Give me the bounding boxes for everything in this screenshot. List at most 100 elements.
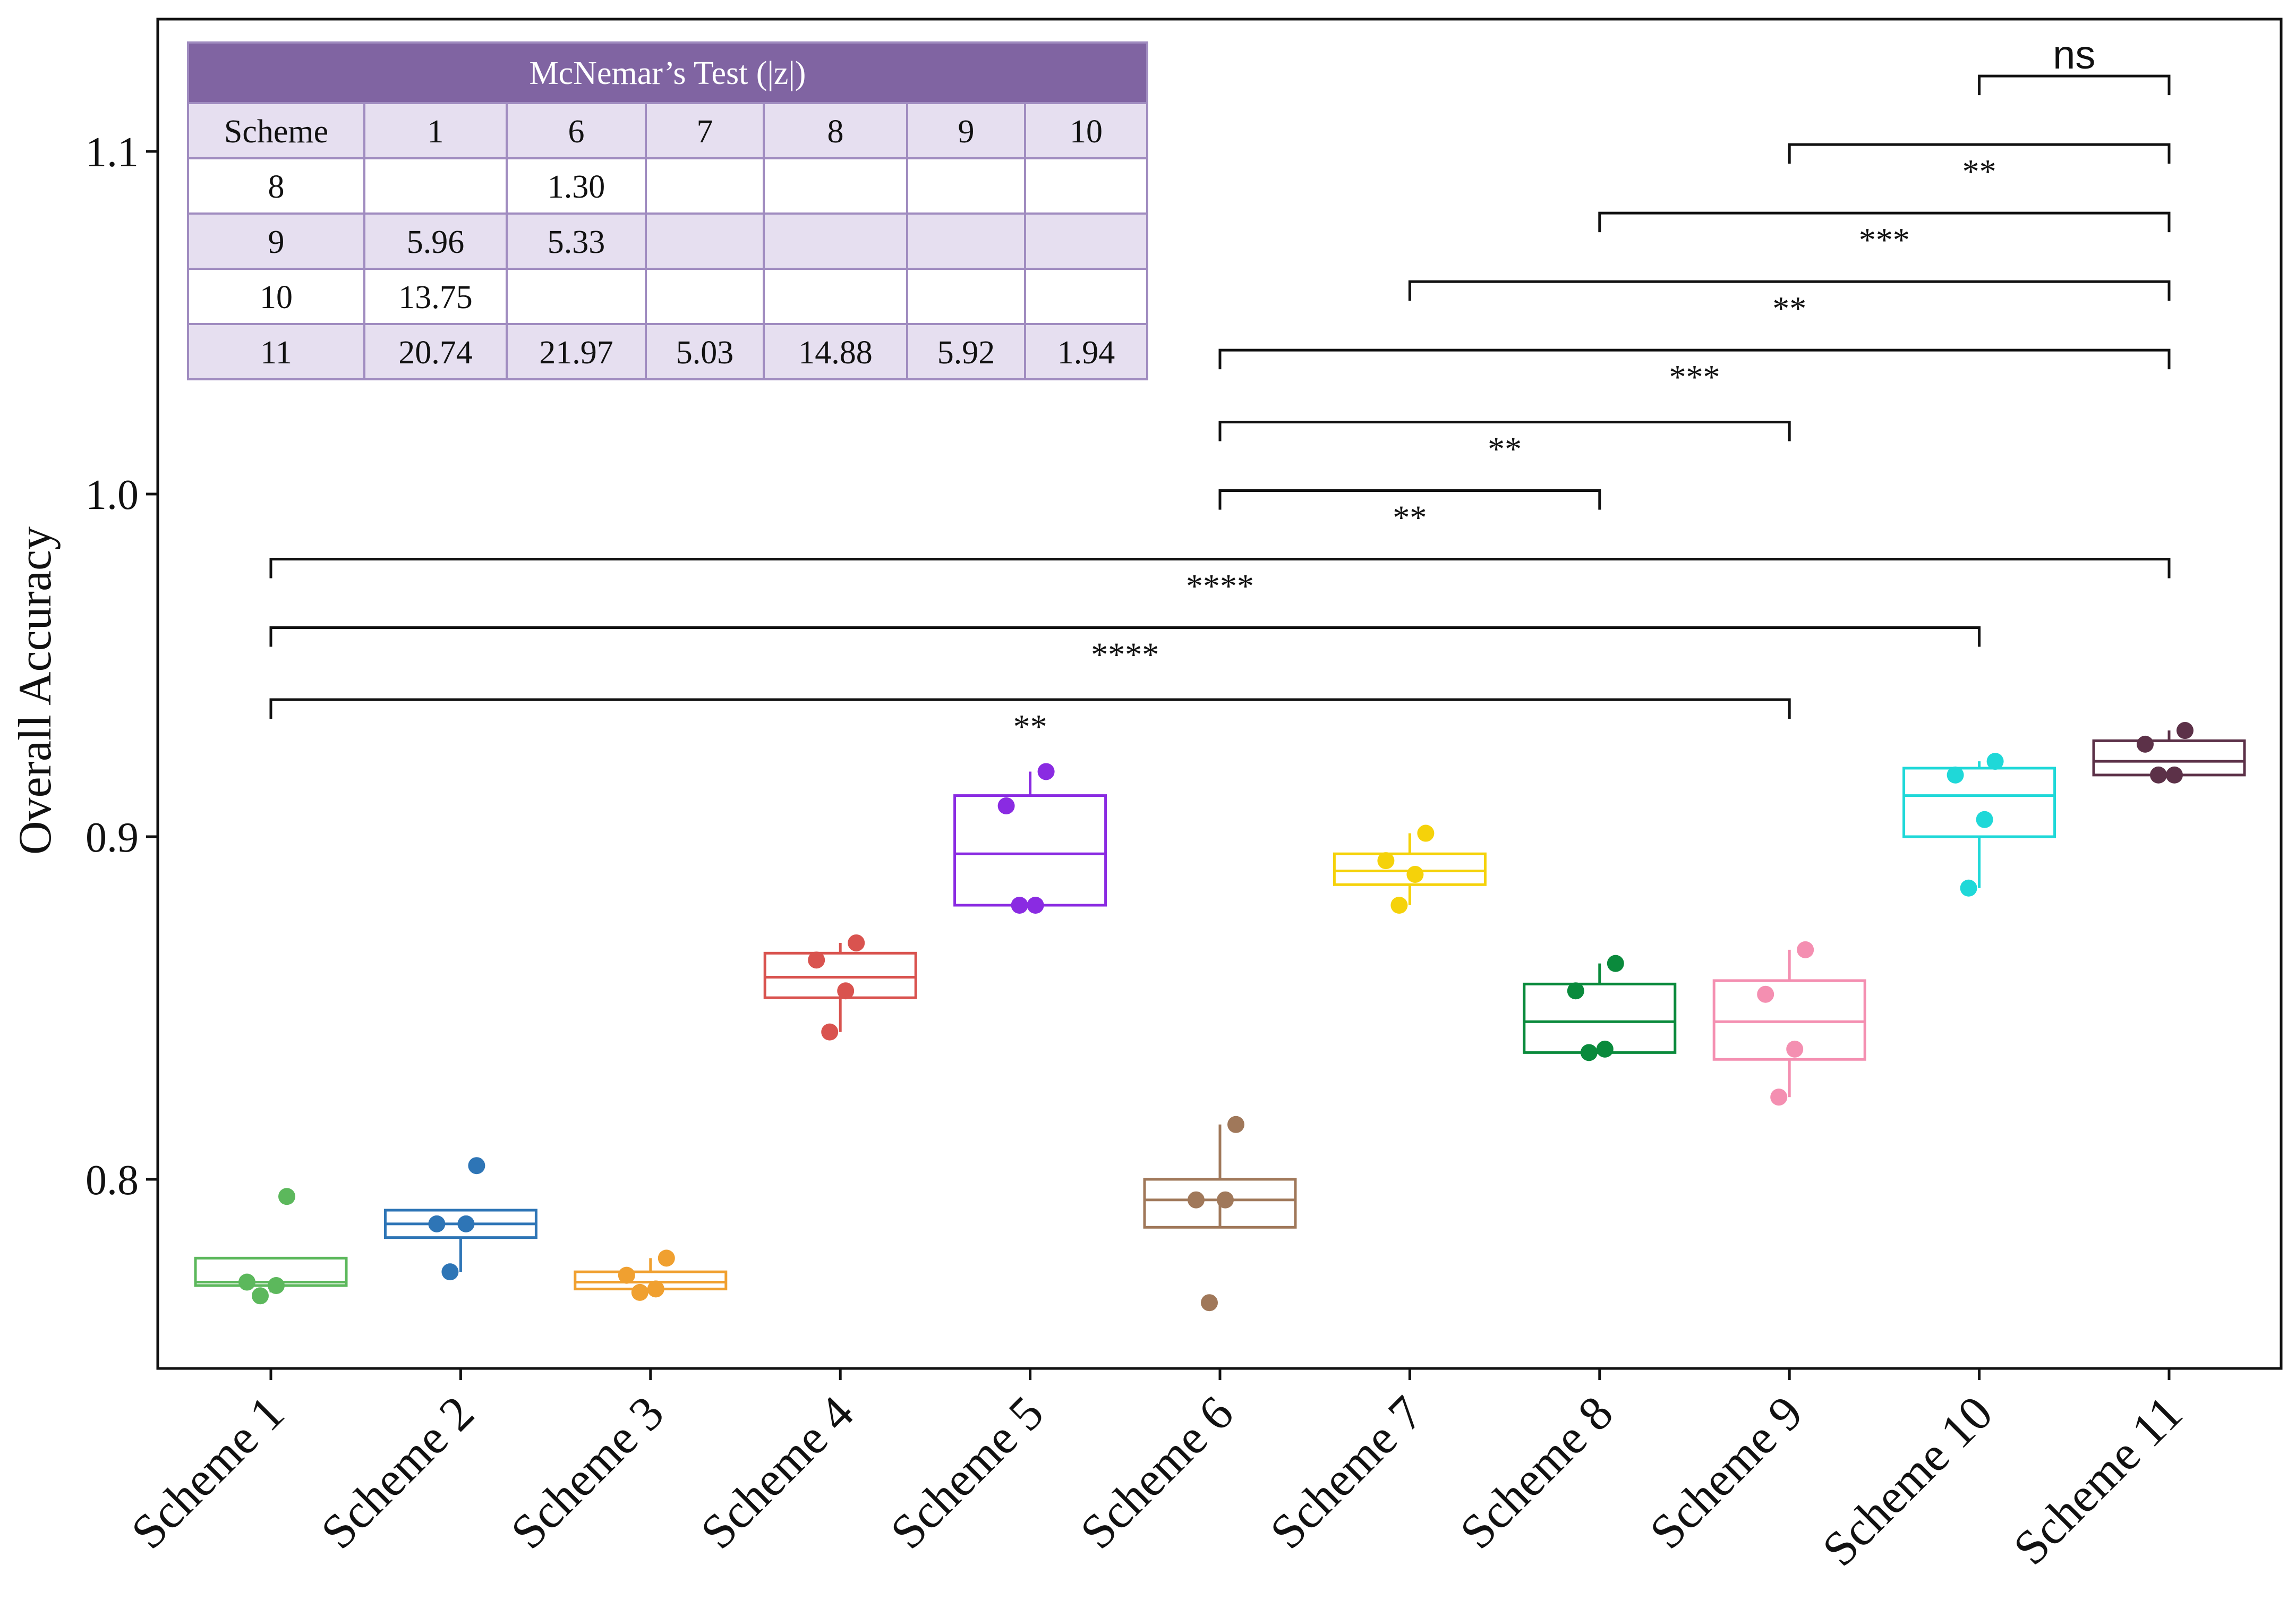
table-cell: 1.30 — [548, 169, 605, 205]
significance-label: **** — [1091, 636, 1159, 674]
table-header-cell: 1 — [428, 114, 444, 150]
x-tick-label: Scheme 4 — [690, 1385, 864, 1559]
table-cell: 13.75 — [398, 279, 473, 316]
box-scheme-9 — [1712, 941, 1866, 1106]
data-point — [2137, 735, 2154, 753]
table-header-cell: 6 — [568, 114, 585, 150]
data-point — [1607, 955, 1624, 972]
box-scheme-5 — [953, 763, 1107, 914]
data-point — [1986, 753, 2004, 770]
data-point — [2166, 766, 2183, 784]
data-point — [658, 1249, 675, 1267]
box-iqr — [1523, 982, 1677, 1054]
table-row — [188, 324, 1147, 379]
box-scheme-1 — [194, 1188, 348, 1305]
significance-brackets: ns************************ — [269, 32, 2171, 745]
table-cell: 11 — [260, 335, 292, 371]
significance-label: ** — [1488, 430, 1522, 468]
significance-label: ** — [1962, 152, 1996, 190]
table-header-cell: 10 — [1070, 114, 1103, 150]
x-tick-label: Scheme 11 — [2003, 1385, 2192, 1575]
data-point — [1217, 1191, 1234, 1209]
box-iqr — [1712, 979, 1866, 1061]
significance-label: ** — [1393, 499, 1427, 537]
data-point — [1797, 941, 1814, 958]
box-scheme-2 — [383, 1157, 537, 1281]
significance-bracket — [1218, 489, 1601, 510]
data-point — [808, 951, 825, 969]
data-point — [2150, 766, 2167, 784]
table-cell: 20.74 — [398, 335, 473, 371]
data-point — [1947, 766, 1964, 784]
data-point — [1390, 897, 1408, 914]
table-cell: 1.94 — [1057, 335, 1115, 371]
x-tick-label: Scheme 3 — [500, 1385, 674, 1559]
data-point — [1757, 985, 1774, 1003]
x-tick-label: Scheme 10 — [1812, 1385, 2002, 1576]
y-tick-label: 0.8 — [86, 1157, 139, 1204]
data-point — [1227, 1116, 1244, 1133]
data-point — [618, 1266, 635, 1284]
box-scheme-10 — [1902, 753, 2056, 897]
box-scheme-7 — [1333, 824, 1487, 914]
table-header-row — [188, 103, 1147, 158]
box-scheme-11 — [2092, 722, 2246, 784]
significance-label: **** — [1186, 567, 1254, 605]
y-tick-label: 1.0 — [86, 472, 139, 518]
data-point — [1596, 1040, 1614, 1058]
significance-bracket — [1598, 211, 2171, 233]
significance-label: ns — [2053, 32, 2095, 78]
table-row — [188, 158, 1147, 214]
data-point — [278, 1188, 295, 1205]
data-point — [1770, 1088, 1788, 1106]
significance-bracket — [1788, 143, 2171, 164]
significance-label: *** — [1859, 221, 1910, 259]
table-cell: 5.92 — [937, 335, 995, 371]
significance-bracket — [1978, 74, 2171, 96]
table-row — [188, 214, 1147, 269]
table-header-cell: 7 — [697, 114, 713, 150]
data-point — [1377, 852, 1395, 870]
box-series — [194, 722, 2246, 1312]
data-point — [468, 1157, 485, 1175]
significance-bracket — [269, 558, 2171, 579]
significance-bracket — [1408, 280, 2171, 301]
table-title: McNemar’s Test (|z|) — [530, 55, 806, 91]
table-cell: 14.88 — [798, 335, 873, 371]
significance-label: ** — [1772, 290, 1806, 327]
box-scheme-3 — [574, 1249, 728, 1301]
significance-bracket — [269, 626, 1981, 647]
box-iqr — [953, 794, 1107, 907]
data-point — [441, 1263, 459, 1281]
data-point — [1960, 879, 1977, 897]
table-header-cell: 8 — [827, 114, 844, 150]
table-header-cell: 9 — [958, 114, 975, 150]
significance-bracket — [1218, 421, 1791, 441]
y-tick-label: 0.9 — [86, 814, 139, 861]
data-point — [252, 1287, 269, 1305]
x-tick-label: Scheme 8 — [1449, 1385, 1623, 1559]
x-tick-label: Scheme 7 — [1260, 1385, 1433, 1559]
significance-label: *** — [1669, 358, 1720, 396]
data-point — [268, 1277, 285, 1294]
data-point — [1417, 824, 1435, 842]
table-cell: 5.96 — [407, 224, 465, 260]
table-cell: 9 — [268, 224, 285, 260]
data-point — [647, 1280, 664, 1298]
table-row — [188, 269, 1147, 324]
x-tick-label: Scheme 2 — [311, 1385, 484, 1559]
x-tick-label: Scheme 9 — [1639, 1385, 1813, 1559]
table-title-bar — [188, 42, 1147, 103]
y-axis-title: Overall Accuracy — [10, 526, 61, 855]
x-tick-label: Scheme 5 — [880, 1385, 1054, 1559]
data-point — [457, 1215, 475, 1232]
data-point — [1976, 811, 1993, 828]
data-point — [1011, 897, 1028, 914]
significance-bracket — [1218, 348, 2171, 370]
data-point — [1201, 1294, 1218, 1312]
data-point — [1567, 982, 1584, 1000]
box-iqr — [763, 951, 917, 999]
data-point — [238, 1273, 255, 1291]
data-point — [997, 797, 1015, 814]
